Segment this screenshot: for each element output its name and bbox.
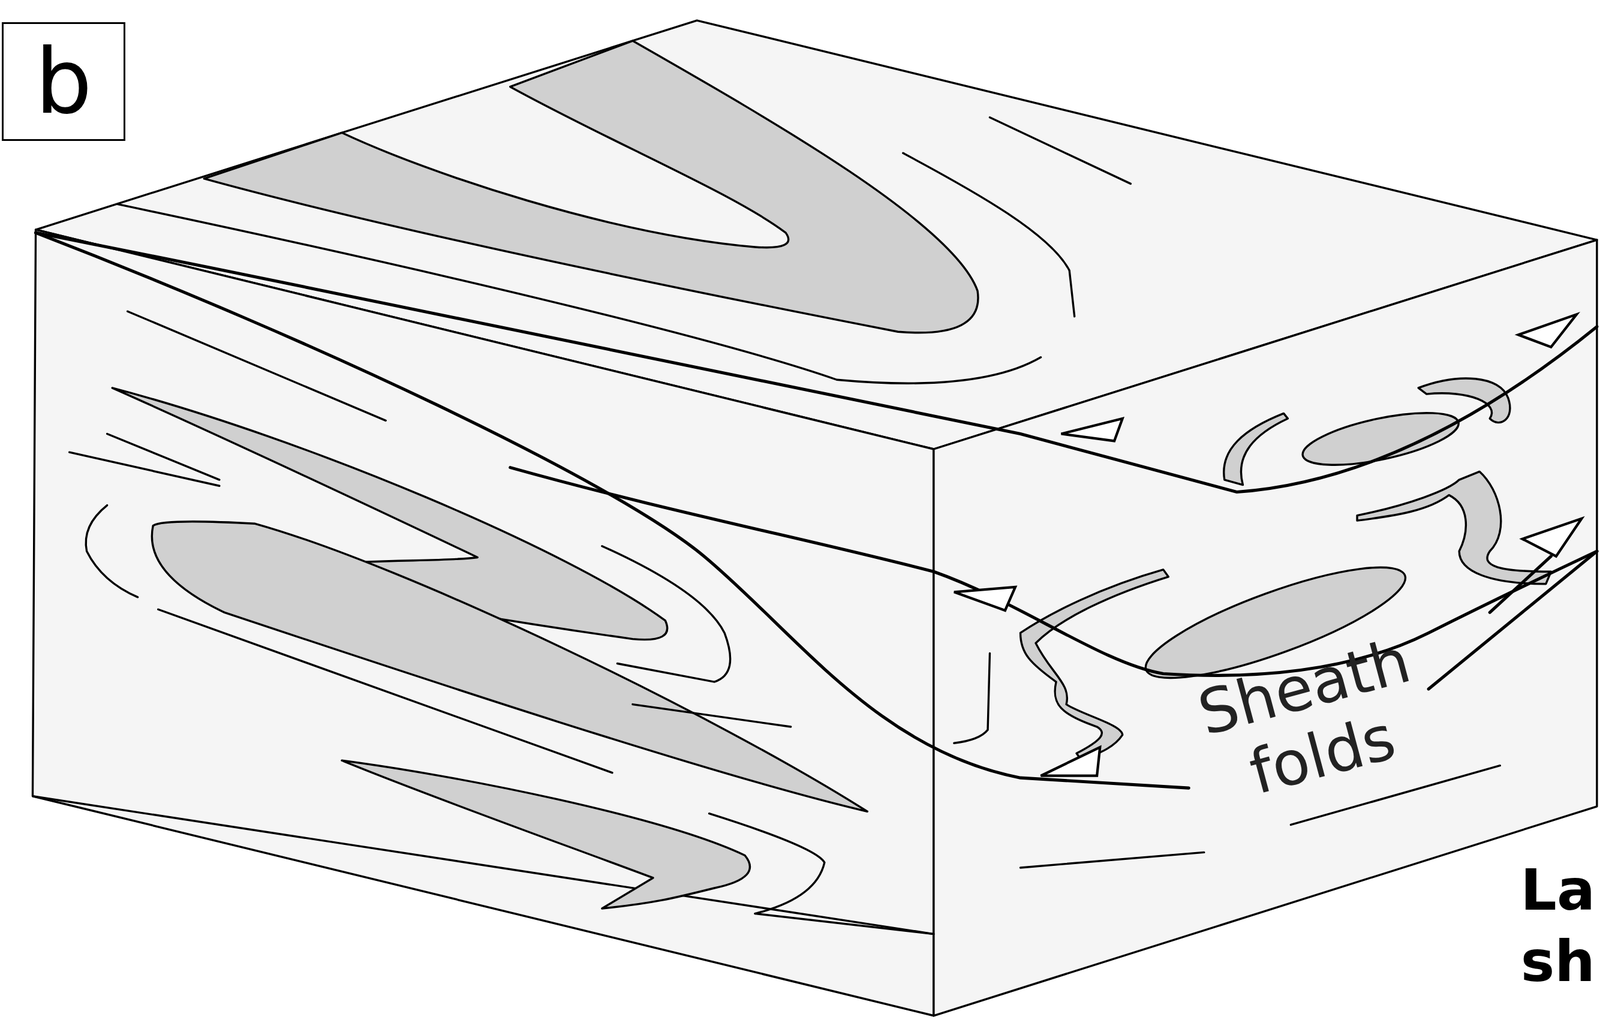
trace-line	[602, 546, 731, 682]
trace-line	[69, 452, 220, 486]
trace-line	[117, 203, 1042, 384]
wavy-layer	[1223, 413, 1289, 485]
front-face	[32, 229, 934, 1016]
edge-line	[32, 796, 934, 935]
trace-line	[632, 704, 792, 727]
wavy-layer	[1357, 471, 1551, 584]
thrust-tooth	[1041, 747, 1101, 777]
thrust-line	[1489, 556, 1551, 613]
thrust-tooth	[954, 587, 1016, 611]
side-face	[933, 239, 1598, 1016]
fold-layer	[151, 521, 868, 812]
block-faces	[32, 20, 1597, 1016]
thrust-line	[1428, 551, 1598, 690]
cropped-caption: La sh	[1499, 854, 1596, 998]
wavy-layer	[1020, 569, 1169, 761]
fold-layer	[341, 760, 750, 909]
trace-line	[1020, 852, 1205, 868]
foliation-lines	[69, 117, 1501, 935]
trace-line	[903, 152, 1075, 317]
thrust-tooth	[1518, 314, 1577, 347]
trace-line	[127, 311, 386, 421]
sheath-lens	[1298, 402, 1463, 476]
panel-letter: b	[34, 36, 92, 127]
trace-line	[989, 117, 1131, 185]
trace-line	[755, 913, 934, 935]
panel-label-box: b	[1, 22, 126, 141]
thrust-line	[510, 467, 1598, 676]
thrust-line	[35, 232, 1598, 492]
thrust-tooth	[1522, 518, 1583, 557]
trace-line	[85, 505, 138, 598]
trace-line	[954, 653, 991, 744]
thrust-line	[35, 232, 1190, 789]
trace-line	[709, 813, 825, 914]
thrust-tooth	[1061, 418, 1123, 441]
trace-line	[158, 609, 613, 773]
